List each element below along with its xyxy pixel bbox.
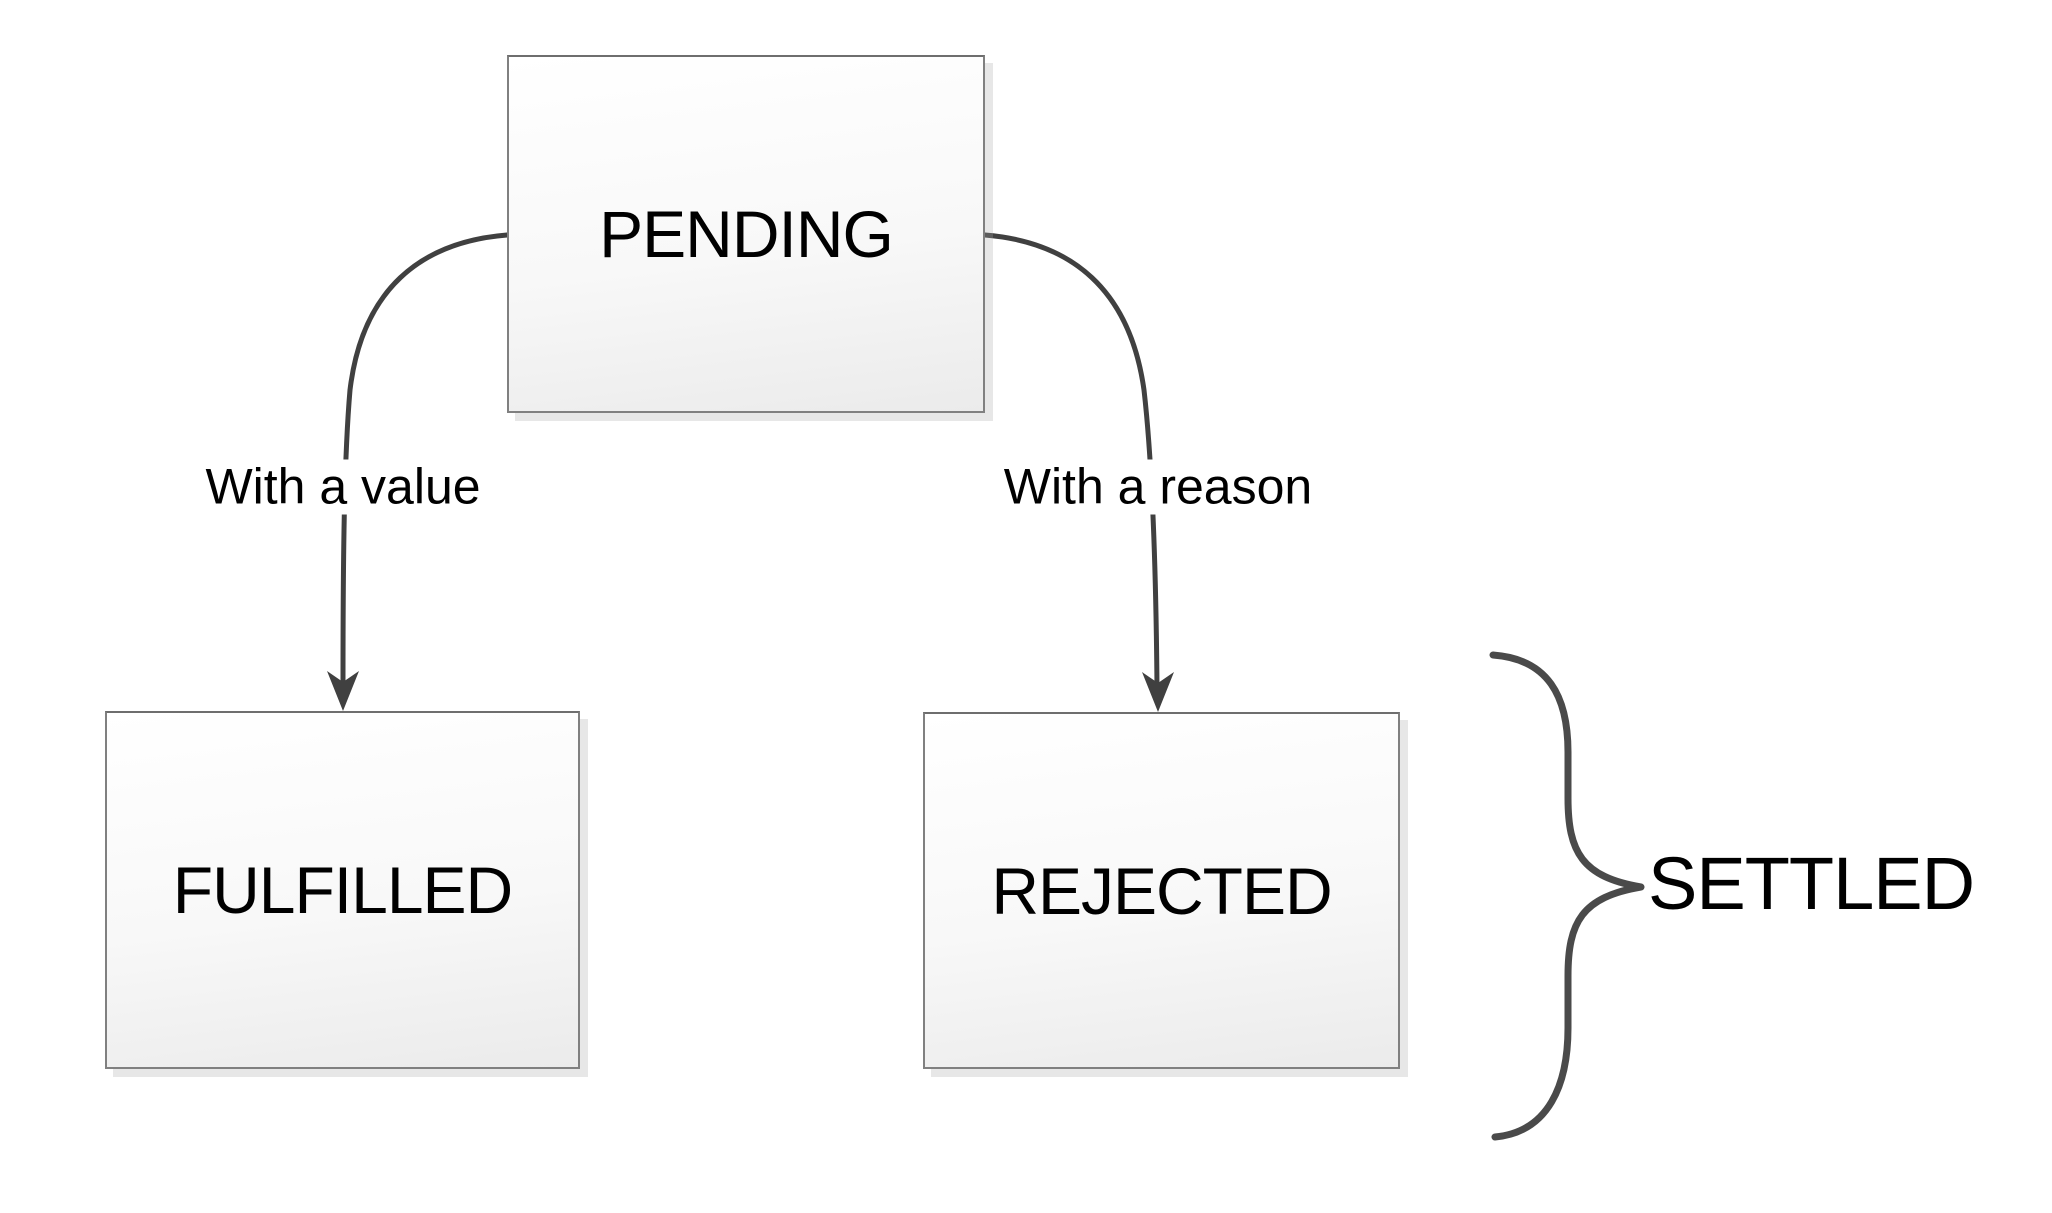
node-rejected: REJECTED — [923, 712, 1400, 1069]
node-fulfilled-label: FULFILLED — [172, 853, 513, 927]
node-rejected-label: REJECTED — [991, 853, 1332, 928]
edge-label-with-a-reason: With a reason — [997, 459, 1319, 515]
settled-group-label: SETTLED — [1648, 841, 1975, 925]
node-pending: PENDING — [507, 55, 985, 413]
settled-brace-icon — [1489, 651, 1645, 1141]
node-fulfilled: FULFILLED — [105, 711, 580, 1069]
edge-pending-fulfilled-path — [340, 232, 510, 689]
edge-pending-rejected-path — [982, 232, 1160, 690]
edge-label-with-a-value: With a value — [199, 459, 487, 515]
node-pending-label: PENDING — [599, 197, 894, 271]
edge-pending-fulfilled-arrowhead-icon — [327, 671, 359, 711]
edge-pending-rejected-arrowhead-icon — [1142, 672, 1174, 712]
